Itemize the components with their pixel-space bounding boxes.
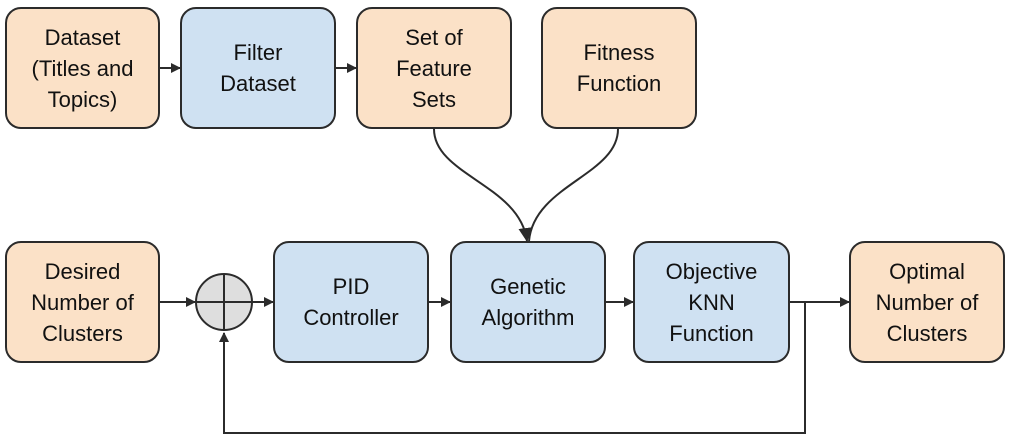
optimal-clusters-box: Optimal Number of Clusters: [849, 241, 1005, 363]
genetic-algorithm-box: Genetic Algorithm: [450, 241, 606, 363]
desired-clusters-box: Desired Number of Clusters: [5, 241, 160, 363]
feedback-loop-arrow: [219, 302, 806, 434]
filter-dataset-box: Filter Dataset: [180, 7, 336, 129]
dataset-box: Dataset (Titles and Topics): [5, 7, 160, 129]
pid-controller-box: PID Controller: [273, 241, 429, 363]
fitness-function-box: Fitness Function: [541, 7, 697, 129]
arrow-feature-sets-to-genetic: [433, 128, 533, 242]
summing-junction: [195, 273, 253, 331]
feature-sets-box: Set of Feature Sets: [356, 7, 512, 129]
objective-knn-box: Objective KNN Function: [633, 241, 790, 363]
arrow-fitness-to-genetic: [528, 128, 619, 242]
